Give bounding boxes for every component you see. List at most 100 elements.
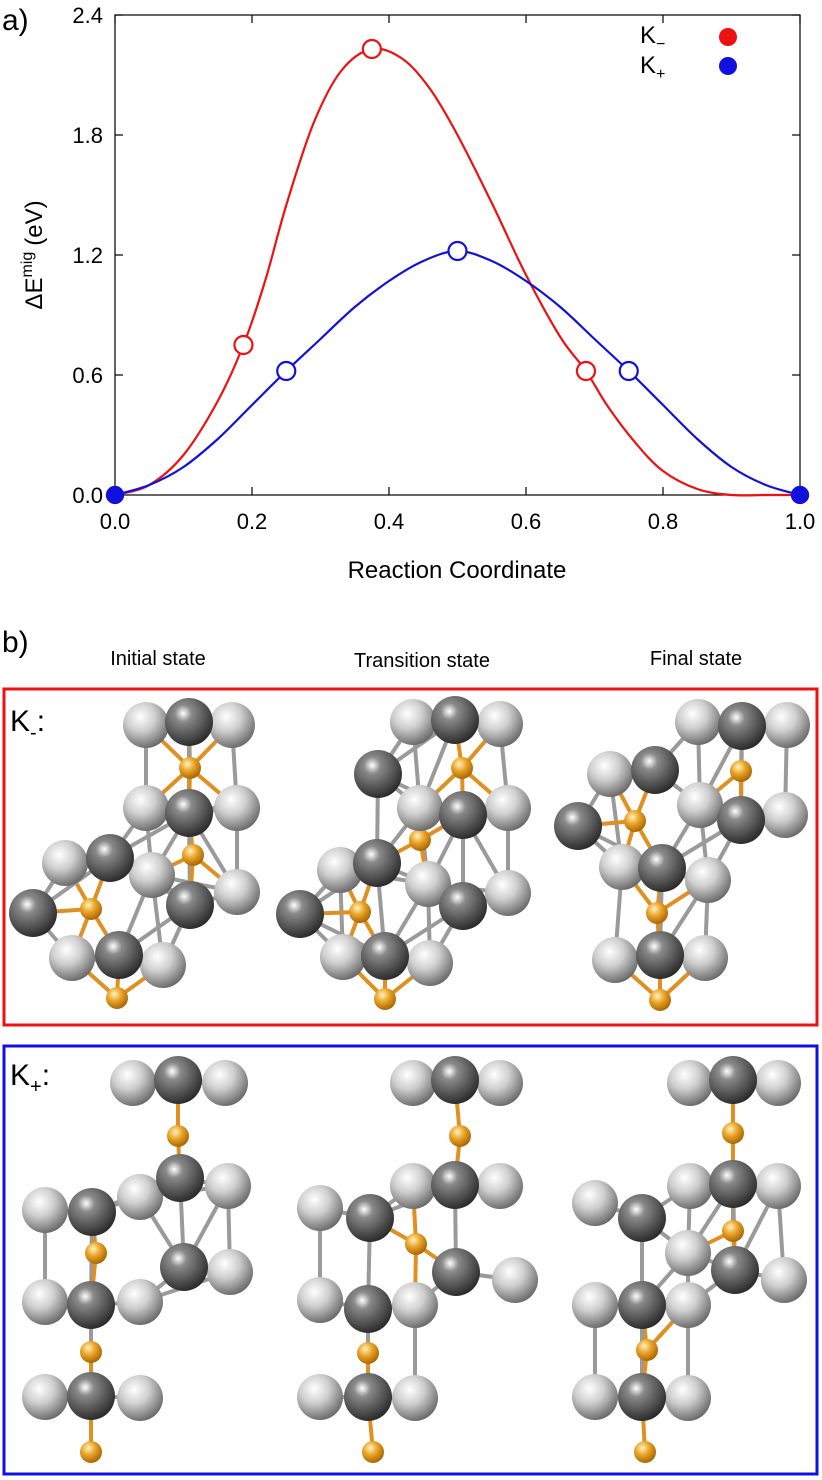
light-atom [667,1163,713,1209]
endpoint-marker [106,486,124,504]
dark-atom [631,746,679,794]
gold-atom [167,1125,189,1147]
gold-atom [636,1339,658,1361]
light-atom [677,782,723,828]
light-atom [390,699,436,745]
gold-atom [624,810,646,832]
dark-atom [439,791,487,839]
structure-k-minus-final [554,699,810,1011]
legend-label-k-plus: K+ [640,52,665,83]
gold-atom [722,1122,744,1144]
dark-atom [160,1243,208,1291]
y-axis-label-unit: (eV) [21,200,48,245]
data-point [233,334,254,356]
panel-a-label: a) [2,4,29,37]
dark-atom [165,698,213,746]
dark-atom [439,882,487,930]
gold-atom [409,829,431,851]
data-point [575,360,597,382]
light-atom [397,785,443,831]
structure-k-minus-transition [276,696,531,1010]
markers [105,38,810,505]
dark-atom [344,1285,392,1333]
gold-atom [80,1341,102,1363]
header-final-state: Final state [650,648,742,670]
dark-atom [68,1188,116,1236]
gold-atom [649,989,671,1011]
atoms [276,696,531,1010]
dark-atom [711,1246,759,1294]
light-atom [297,1277,343,1323]
light-atom [665,1230,711,1276]
light-atom [42,840,88,886]
light-atom [407,940,453,986]
dark-atom [636,931,684,979]
light-atom [392,1282,438,1328]
light-atom [320,934,366,980]
light-atom [123,702,169,748]
light-atom [129,852,175,898]
x-tick-label: 0.0 [100,509,131,534]
dark-atom [709,1056,757,1104]
light-atom [117,1174,163,1220]
x-tick-label: 0.2 [237,509,268,534]
gold-atom [349,901,371,923]
gold-atom [182,844,204,866]
light-atom [592,937,638,983]
dark-atom [165,789,213,837]
y-axis-label-main: ΔE [21,278,48,310]
gold-atom [179,757,201,779]
data-point [618,360,639,382]
k-plus-frame [2,1044,819,1476]
gold-atom [449,1125,471,1147]
light-atom [485,785,531,831]
legend-swatch-k-minus [719,28,737,46]
k-plus-row-label: K+: [10,1059,50,1098]
dark-atom [9,889,57,937]
light-atom [675,699,721,745]
light-atom [214,869,260,915]
legend-label-k-minus: K− [640,22,665,53]
dark-atom [346,1194,394,1242]
light-atom [599,844,645,890]
light-atom [667,1060,713,1106]
light-atom [22,1187,68,1233]
dark-atom [95,931,143,979]
light-atom [682,935,728,981]
light-atom [392,1375,438,1421]
gold-atom [357,1342,379,1364]
dark-atom [86,834,134,882]
series-line-k-plus [114,249,801,497]
light-atom [22,1374,68,1420]
k-minus-frame [2,687,819,1027]
gold-atom [730,760,752,782]
gold-atom [634,1441,656,1463]
x-axis-label: Reaction Coordinate [348,557,567,584]
x-tick-label: 0.8 [648,509,679,534]
gold-atom [451,757,473,779]
gold-atom [722,1220,744,1242]
curves [114,47,801,497]
y-tick-label: 0.6 [72,363,103,388]
y-axis-label-sup: mig [19,252,36,278]
atoms [22,1056,253,1463]
atoms [297,1056,538,1463]
light-atom [390,1163,436,1209]
dark-atom [554,802,602,850]
dark-atom [618,1194,666,1242]
light-atom [110,1060,156,1106]
x-tick-label: 0.6 [511,509,542,534]
dark-atom [344,1373,392,1421]
gold-atom [362,1441,384,1463]
endpoint-marker [791,486,809,504]
series-line-k-minus [114,47,800,497]
light-atom [214,785,260,831]
data-point [447,240,468,262]
light-atom [140,942,186,988]
light-atom [117,1279,163,1325]
dark-atom [67,1372,115,1420]
dark-atom [432,1248,480,1296]
gold-atom [80,898,102,920]
